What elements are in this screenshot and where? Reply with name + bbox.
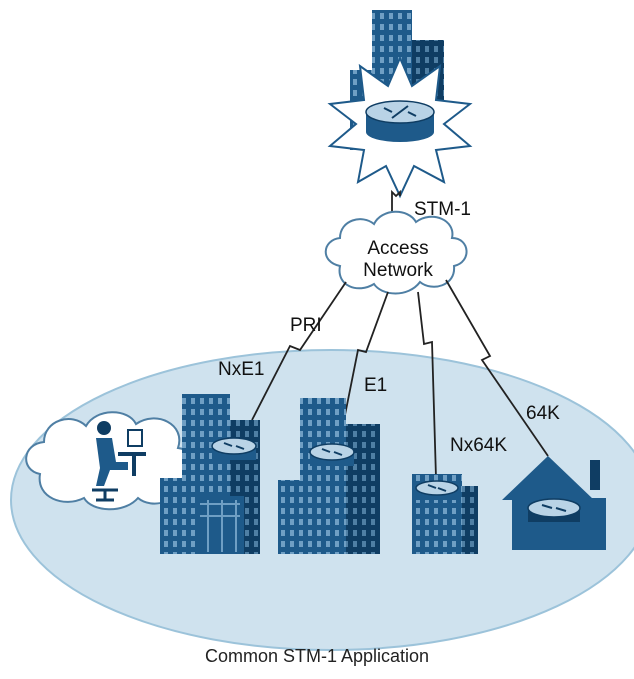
nx64k-link: [417, 291, 437, 479]
pri-link: [251, 281, 347, 421]
nxe1-label: NxE1: [218, 359, 265, 380]
64k-label: 64K: [526, 403, 560, 424]
stm1-label: STM-1: [414, 199, 471, 220]
telecommuter-icon: [92, 421, 146, 502]
diagram-caption: Common STM-1 Application: [204, 646, 430, 666]
access-network-label: Access Network: [338, 238, 458, 282]
cloud-label-line1: Access: [367, 238, 429, 259]
central-office-building-icon: [160, 394, 260, 554]
router-icon: [527, 498, 581, 522]
central-office-building-icon: [278, 398, 380, 554]
cloud-label-line2: Network: [363, 259, 433, 281]
router-icon: [309, 443, 355, 466]
router-icon: [415, 480, 459, 500]
router-icon: [365, 100, 435, 142]
router-icon: [211, 437, 257, 460]
nx64k-label: Nx64K: [450, 435, 508, 456]
stm1-link: [391, 189, 401, 232]
k64-link: [445, 279, 549, 457]
cloud-icon: [324, 210, 468, 295]
e1-link: [339, 291, 389, 441]
e1-label: E1: [364, 375, 388, 396]
pri-label: PRI: [290, 315, 322, 336]
